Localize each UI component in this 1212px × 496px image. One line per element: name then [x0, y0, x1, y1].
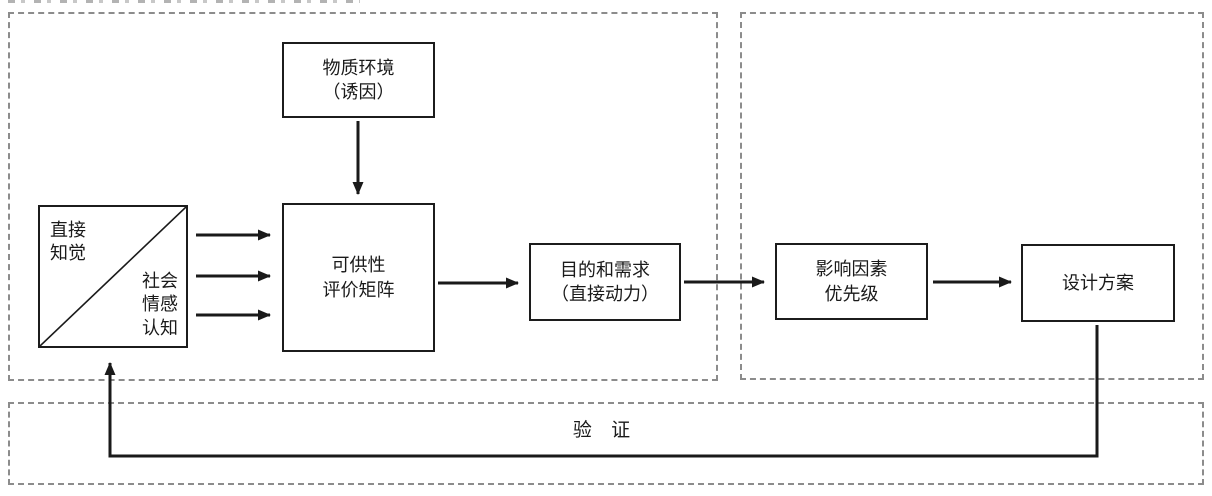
design-region — [740, 12, 1204, 380]
node-material-environment: 物质环境 （诱因） — [282, 42, 435, 118]
diagonal-divider — [40, 207, 186, 346]
clipped-caption-fragment — [8, 0, 360, 3]
social-cognition-label: 社会 情感 认知 — [142, 270, 178, 338]
node-affordance-matrix: 可供性 评价矩阵 — [282, 203, 435, 352]
direct-perception-label: 直接 知觉 — [50, 220, 86, 264]
node-factor-priority: 影响因素 优先级 — [775, 243, 928, 320]
node-design-scheme: 设计方案 — [1021, 244, 1175, 322]
verification-label: 验 证 — [572, 420, 638, 441]
node-purpose-needs: 目的和需求 （直接动力） — [529, 243, 681, 321]
node-perception-cognition: 直接 知觉 社会 情感 认知 — [38, 205, 188, 348]
